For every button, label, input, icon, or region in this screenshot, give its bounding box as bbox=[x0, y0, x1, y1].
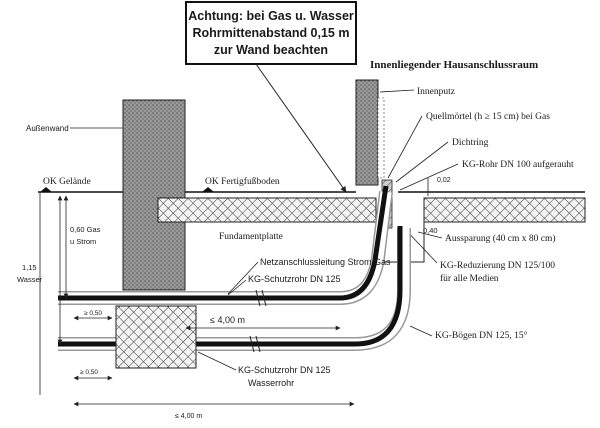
kg-pipe-roughened-label: KG-Rohr DN 100 aufgerauht bbox=[462, 159, 574, 170]
depth-gas-label-1: 0,60 Gas bbox=[70, 225, 101, 234]
foundation-plate-label: Fundamentplatte bbox=[219, 232, 283, 242]
service-line-leader bbox=[227, 261, 259, 295]
recess-leader bbox=[417, 231, 443, 239]
kg-protective-lower-label: KG-Schutzrohr DN 125 bbox=[238, 365, 331, 375]
grade-level-marker bbox=[40, 187, 52, 192]
length-lower-label: ≤ 4,00 m bbox=[175, 413, 202, 420]
recess-label: Aussparung (40 cm x 80 cm) bbox=[445, 233, 556, 244]
gas-power-line bbox=[58, 185, 389, 301]
depth-water-label-2: Wasser bbox=[17, 275, 43, 284]
foundation-plate-right bbox=[423, 197, 586, 223]
concrete-block bbox=[115, 305, 197, 369]
lower-protective-pipe-outer bbox=[58, 228, 411, 351]
callout-line-2: Rohrmittenabstand 0,15 m bbox=[193, 26, 350, 40]
swelling-mortar-label: Quellmörtel (h ≥ 15 cm) bei Gas bbox=[426, 111, 550, 122]
inner-wall bbox=[355, 79, 379, 186]
dim-002-label: 0,02 bbox=[437, 177, 451, 184]
water-line bbox=[58, 226, 403, 347]
kg-reduction-label-1: KG-Reduzierung DN 125/100 bbox=[440, 261, 555, 271]
water-pipe-label: Wasserrohr bbox=[248, 378, 294, 388]
inner-plaster-leader bbox=[379, 89, 415, 93]
kg-pipe-roughened-leader bbox=[399, 163, 459, 191]
sealing-ring-leader bbox=[395, 141, 449, 183]
sealing-ring-label: Dichtring bbox=[452, 138, 489, 148]
warning-callout: Achtung: bei Gas u. Wasser Rohrmittenabs… bbox=[185, 1, 357, 65]
pipe-break-lower bbox=[249, 335, 261, 353]
outer-wall-label: Außenwand bbox=[26, 124, 69, 133]
service-line-label: Netzanschlussleitung Strom/Gas bbox=[260, 257, 391, 267]
foundation-plate-left bbox=[157, 197, 377, 223]
kg-bends-label: KG-Bögen DN 125, 15° bbox=[435, 330, 528, 341]
kg-protective-upper-label: KG-Schutzrohr DN 125 bbox=[248, 274, 341, 284]
kg-protective-upper-leader bbox=[227, 279, 247, 296]
outer-wall bbox=[122, 99, 186, 291]
lower-protective-pipe-inner bbox=[58, 228, 410, 350]
inner-plaster-label: Innenputz bbox=[417, 87, 455, 97]
length-upper-label: ≤ 4,00 m bbox=[210, 315, 245, 325]
swelling-mortar-leader bbox=[387, 115, 423, 179]
finished-floor-marker bbox=[202, 187, 214, 192]
callout-line-1: Achtung: bei Gas u. Wasser bbox=[188, 9, 354, 23]
grade-level-label: OK Gelände bbox=[43, 177, 91, 187]
finished-floor-label: OK Fertigfußboden bbox=[205, 176, 280, 187]
kg-bends-leader bbox=[409, 325, 433, 337]
pipe-break-upper bbox=[255, 289, 267, 307]
kg-reduction-label-2: für alle Medien bbox=[440, 273, 499, 284]
room-title: Innenliegender Hausanschlussraum bbox=[370, 59, 538, 71]
depth-water-label-1: 1,15 bbox=[22, 263, 37, 272]
kg-protective-lower-leader bbox=[197, 351, 237, 371]
offset-lower-label: ≥ 0,50 bbox=[80, 369, 98, 376]
callout-leader bbox=[255, 63, 347, 193]
inner-plaster bbox=[377, 97, 385, 179]
dim-040-label: 0,40 bbox=[423, 226, 438, 235]
callout-line-3: zur Wand beachten bbox=[214, 43, 328, 57]
offset-upper-label: ≥ 0,50 bbox=[84, 310, 102, 317]
depth-gas-label-2: u Strom bbox=[70, 237, 96, 246]
